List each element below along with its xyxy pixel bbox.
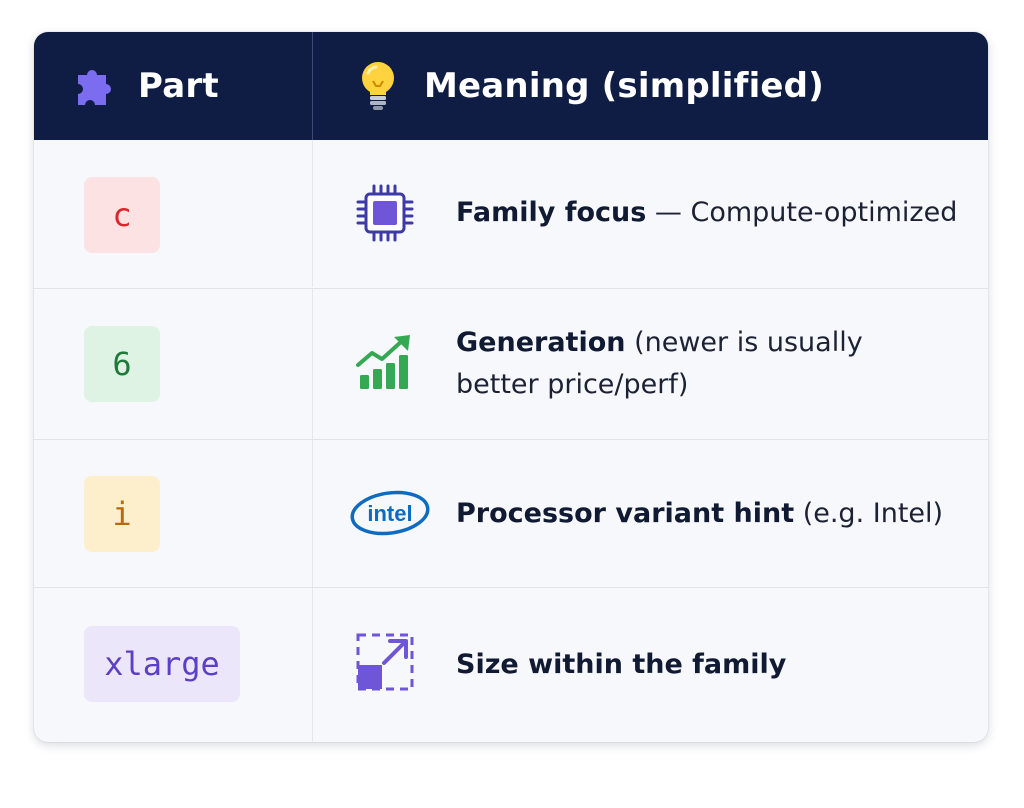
intel-logo-icon: intel: [348, 480, 432, 546]
row-divider: [312, 289, 313, 439]
lightbulb-icon: [356, 59, 410, 113]
part-badge: i: [84, 476, 160, 552]
row-divider: [312, 440, 313, 587]
resize-expand-icon: [352, 629, 418, 695]
meaning-rest: (newer is usually better price/perf): [456, 327, 863, 400]
part-badge: c: [84, 177, 160, 253]
part-badge: 6: [84, 326, 160, 402]
growth-chart-icon: [352, 329, 418, 395]
row-divider: [312, 140, 313, 287]
table-header: Part Meaning (simplified): [34, 32, 988, 140]
row-divider: [312, 588, 313, 742]
part-badge: xlarge: [84, 626, 240, 702]
header-meaning-cell: Meaning (simplified): [356, 32, 824, 140]
table-row: c Family focus — Compute-optimized: [34, 140, 988, 287]
meaning-text: Generation (newer is usually better pric…: [456, 322, 876, 406]
header-divider: [312, 32, 313, 140]
svg-text:intel: intel: [367, 501, 412, 526]
table-body: c Family focus — Compute-optimized 6: [34, 140, 988, 742]
meaning-text: Family focus — Compute-optimized: [456, 192, 966, 234]
meaning-text: Size within the family: [456, 644, 966, 686]
header-meaning-label: Meaning (simplified): [424, 66, 824, 106]
header-part-label: Part: [138, 66, 219, 106]
meaning-rest: (e.g. Intel): [794, 498, 944, 529]
instance-name-table: Part Meaning (simplified) c: [34, 32, 988, 742]
meaning-rest: — Compute-optimized: [646, 197, 958, 228]
table-row: i intel Processor variant hint (e.g. Int…: [34, 439, 988, 587]
meaning-bold: Size within the family: [456, 649, 787, 680]
puzzle-piece-icon: [72, 59, 126, 113]
table-row: xlarge Size within the family: [34, 587, 988, 742]
cpu-chip-icon: [352, 180, 418, 246]
meaning-text: Processor variant hint (e.g. Intel): [456, 493, 966, 535]
meaning-bold: Processor variant hint: [456, 498, 795, 529]
header-part-cell: Part: [72, 32, 219, 140]
meaning-bold: Family focus: [456, 197, 647, 228]
meaning-bold: Generation: [456, 327, 626, 358]
table-row: 6 Generation (newer is usually better pr…: [34, 288, 988, 439]
